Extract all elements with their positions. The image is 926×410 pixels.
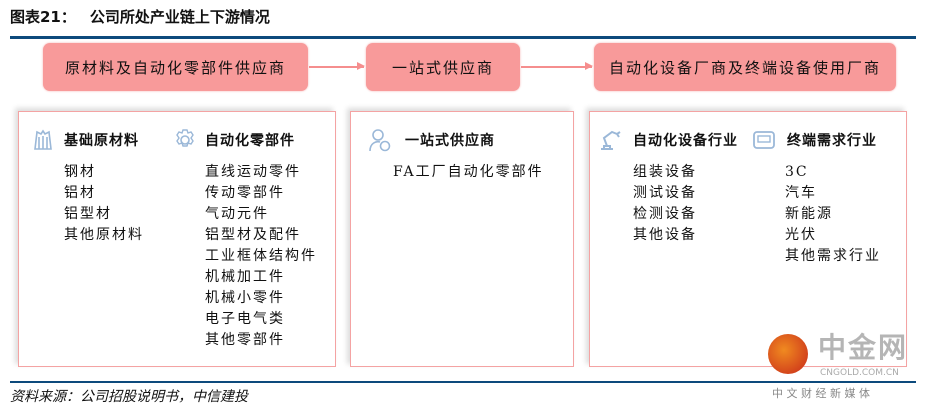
list-equip: 组装设备 测试设备 检测设备 其他设备 (633, 162, 697, 246)
list-item: 铝型材 (64, 206, 112, 222)
watermark-name: 中金网 (818, 331, 909, 364)
list-item: 3C (785, 164, 809, 180)
list-item: 铝材 (64, 185, 96, 201)
list-item: FA工厂自动化零部件 (393, 164, 544, 180)
header-onestop: 一站式供应商 (405, 133, 495, 149)
list-item: 传动零部件 (205, 185, 285, 201)
panel-onestop (350, 111, 574, 367)
raw-material-icon (34, 129, 52, 150)
list-item: 检测设备 (633, 206, 697, 222)
figure-title: 图表21： 公司所处产业链上下游情况 (10, 6, 284, 28)
list-item: 机械加工件 (205, 269, 285, 285)
header-equip: 自动化设备行业 (633, 133, 738, 149)
list-raw: 钢材 铝材 铝型材 其他原材料 (64, 162, 144, 246)
list-item: 组装设备 (633, 164, 697, 180)
list-item: 机械小零件 (205, 290, 285, 306)
list-item: 新能源 (785, 206, 833, 222)
figure-caption: 公司所处产业链上下游情况 (89, 8, 270, 26)
list-item: 铝型材及配件 (205, 227, 301, 243)
header-raw: 基础原材料 (64, 133, 139, 149)
flow-arrow (521, 63, 593, 69)
list-item: 汽车 (785, 185, 817, 201)
list-item: 其他零部件 (205, 332, 285, 348)
list-item: 测试设备 (633, 185, 697, 201)
header-demand: 终端需求行业 (787, 133, 877, 149)
supplier-person-icon (369, 129, 391, 152)
flow-box-customers: 自动化设备厂商及终端设备使用厂商 (594, 43, 896, 91)
watermark-logo-icon (768, 334, 808, 374)
flow-box-suppliers: 原材料及自动化零部件供应商 (43, 43, 308, 91)
list-item: 光伏 (785, 227, 817, 243)
panel-downstream (589, 111, 907, 367)
list-item: 其他需求行业 (785, 248, 881, 264)
gear-icon (176, 129, 194, 147)
list-item: 直线运动零件 (205, 164, 301, 180)
list-item: 其他设备 (633, 227, 697, 243)
header-parts: 自动化零部件 (205, 133, 295, 149)
robot-arm-icon (601, 130, 621, 150)
list-demand: 3C 汽车 新能源 光伏 其他需求行业 (785, 162, 881, 267)
list-item: 气动元件 (205, 206, 269, 222)
list-item: 钢材 (64, 164, 96, 180)
figure-label: 图表21： (10, 8, 76, 26)
watermark-tagline: 中 文 财 经 新 媒 体 (772, 387, 870, 400)
list-onestop: FA工厂自动化零部件 (393, 162, 544, 183)
list-parts: 直线运动零件 传动零部件 气动元件 铝型材及配件 工业框体结构件 机械加工件 机… (205, 162, 317, 351)
bottom-rule (10, 381, 916, 383)
list-item: 其他原材料 (64, 227, 144, 243)
flow-arrow (309, 63, 365, 69)
flow-box-onestop: 一站式供应商 (366, 43, 520, 91)
watermark-url: CNGOLD.COM.CN (820, 368, 899, 378)
panel-upstream (18, 111, 336, 367)
list-item: 电子电气类 (205, 311, 285, 327)
device-screen-icon (753, 131, 775, 149)
list-item: 工业框体结构件 (205, 248, 317, 264)
top-rule (10, 36, 916, 39)
source-note: 资料来源：公司招股说明书，中信建投 (10, 389, 248, 405)
